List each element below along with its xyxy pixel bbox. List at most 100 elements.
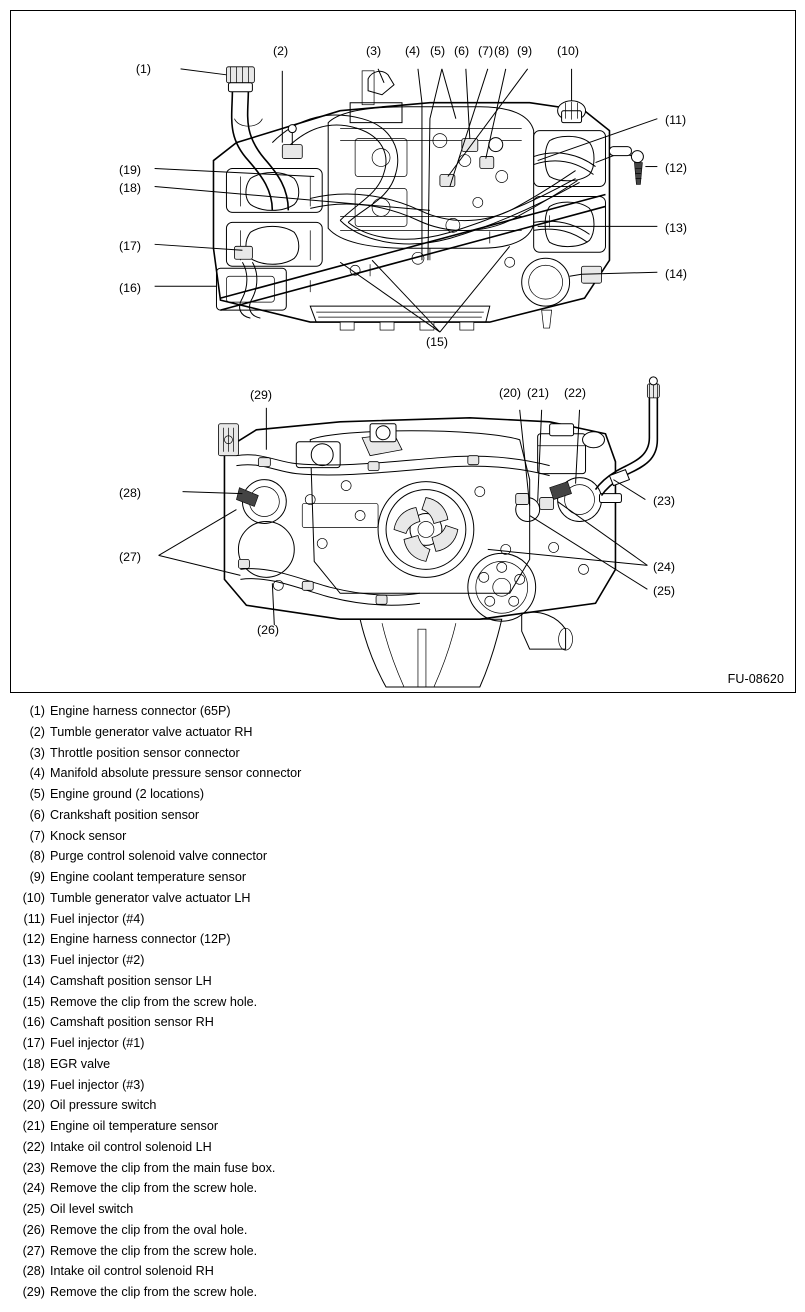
legend-label: Purge control solenoid valve connector: [50, 849, 268, 864]
legend-item: (2) Tumble generator valve actuator RH: [0, 722, 805, 743]
legend-item: (11) Fuel injector (#4): [0, 909, 805, 930]
legend-label: Manifold absolute pressure sensor connec…: [50, 766, 302, 781]
callout-4: (4): [405, 44, 421, 58]
legend-item: (15) Remove the clip from the screw hole…: [0, 992, 805, 1013]
legend-item: (20) Oil pressure switch: [0, 1095, 805, 1116]
callout-16: (16): [119, 281, 142, 295]
legend-label: Oil pressure switch: [50, 1098, 157, 1113]
callout-1: (1): [135, 61, 151, 76]
legend-label: Fuel injector (#2): [50, 953, 145, 967]
legend-number: (13): [22, 953, 45, 967]
legend-label: Remove the clip from the screw hole.: [50, 994, 258, 1009]
callout-12: (12): [665, 161, 688, 175]
legend-label: Intake oil control solenoid RH: [50, 1264, 214, 1279]
legend-number: (10): [22, 890, 45, 905]
legend-label: Throttle position sensor connector: [50, 745, 240, 760]
legend-number: (12): [22, 932, 45, 947]
legend-item: (3) Throttle position sensor connector: [0, 743, 805, 764]
legend-label: EGR valve: [50, 1056, 111, 1071]
callout-14: (14): [665, 267, 688, 281]
legend-number: (11): [23, 911, 45, 926]
callout-17: (17): [119, 239, 142, 253]
callout-2: (2): [273, 44, 289, 58]
legend-item: (1) Engine harness connector (65P): [0, 701, 805, 722]
legend-number: (24): [22, 1181, 45, 1196]
legend-number: (19): [22, 1077, 45, 1092]
legend-label: Engine harness connector (12P): [50, 932, 231, 947]
callout-15: (15): [426, 335, 449, 349]
legend-item: (10) Tumble generator valve actuator LH: [0, 888, 805, 909]
legend-label: Engine oil temperature sensor: [50, 1119, 219, 1133]
callout-8: (8): [494, 44, 510, 58]
legend-label: Engine ground (2 locations): [50, 787, 205, 801]
legend-number: (4): [29, 766, 45, 781]
callout-29: (29): [250, 388, 273, 402]
legend-label: Fuel injector (#4): [50, 911, 145, 926]
legend-item: (28) Intake oil control solenoid RH: [0, 1261, 805, 1282]
callout-7: (7): [478, 44, 494, 58]
callout-9: (9): [517, 44, 533, 58]
legend-item: (23) Remove the clip from the main fuse …: [0, 1158, 805, 1179]
legend-number: (27): [22, 1243, 45, 1258]
callout-24: (24): [653, 560, 676, 574]
legend-number: (23): [22, 1160, 45, 1175]
callout-19: (19): [119, 163, 142, 177]
legend-label: Camshaft position sensor RH: [50, 1015, 214, 1030]
legend-item: (4) Manifold absolute pressure sensor co…: [0, 763, 805, 784]
legend-number: (8): [29, 849, 45, 864]
legend-number: (9): [29, 870, 45, 884]
legend-item: (6) Crankshaft position sensor: [0, 805, 805, 826]
callout-23: (23): [653, 494, 676, 508]
legend-item: (17) Fuel injector (#1): [0, 1033, 805, 1054]
callout-20: (20): [499, 386, 522, 400]
legend-number: (22): [22, 1139, 45, 1154]
legend-number: (3): [29, 745, 45, 760]
legend-item: (12) Engine harness connector (12P): [0, 929, 805, 950]
callout-21: (21): [527, 386, 550, 400]
legend-number: (28): [22, 1264, 45, 1279]
legend-list: (1) Engine harness connector (65P) (2) T…: [0, 701, 805, 1303]
legend-number: (16): [22, 1015, 45, 1030]
legend-label: Remove the clip from the oval hole.: [50, 1222, 248, 1237]
legend-number: (29): [22, 1285, 45, 1299]
legend-label: Engine harness connector (65P): [50, 704, 231, 718]
legend-number: (6): [29, 807, 45, 822]
callout-25: (25): [653, 584, 676, 598]
engine-diagram-artwork: [154, 66, 660, 688]
legend-label: Remove the clip from the screw hole.: [50, 1181, 258, 1196]
legend-number: (1): [29, 704, 45, 718]
legend-item: (5) Engine ground (2 locations): [0, 784, 805, 805]
callout-18: (18): [119, 181, 142, 195]
legend-label: Crankshaft position sensor: [50, 807, 200, 822]
legend-number: (20): [22, 1098, 45, 1113]
legend-number: (7): [29, 828, 45, 843]
legend-number: (15): [22, 994, 45, 1009]
legend-label: Remove the clip from the screw hole.: [50, 1285, 258, 1299]
legend-number: (14): [22, 973, 45, 988]
callout-26: (26): [257, 623, 280, 637]
legend-item: (27) Remove the clip from the screw hole…: [0, 1241, 805, 1262]
callout-27: (27): [119, 550, 142, 564]
figure-id-label: FU-08620: [727, 672, 784, 686]
legend-label: Camshaft position sensor LH: [50, 973, 212, 988]
legend-number: (26): [22, 1222, 45, 1237]
legend-item: (24) Remove the clip from the screw hole…: [0, 1178, 805, 1199]
callout-10: (10): [557, 44, 580, 58]
callout-11: (11): [665, 113, 687, 127]
legend-item: (29) Remove the clip from the screw hole…: [0, 1282, 805, 1303]
legend-number: (5): [29, 787, 45, 801]
legend-label: Intake oil control solenoid LH: [50, 1139, 212, 1154]
callout-28: (28): [119, 486, 142, 500]
legend-item: (9) Engine coolant temperature sensor: [0, 867, 805, 888]
engine-top-view-art: [154, 66, 658, 333]
legend-label: Remove the clip from the screw hole.: [50, 1243, 258, 1258]
legend-label: Tumble generator valve actuator RH: [50, 724, 253, 739]
legend-label: Remove the clip from the main fuse box.: [50, 1160, 276, 1175]
legend-label: Engine coolant temperature sensor: [50, 870, 247, 884]
legend-item: (22) Intake oil control solenoid LH: [0, 1137, 805, 1158]
legend-label: Knock sensor: [50, 828, 127, 843]
legend-item: (7) Knock sensor: [0, 826, 805, 847]
legend-item: (21) Engine oil temperature sensor: [0, 1116, 805, 1137]
legend-number: (25): [22, 1202, 45, 1216]
legend-number: (2): [29, 724, 45, 739]
